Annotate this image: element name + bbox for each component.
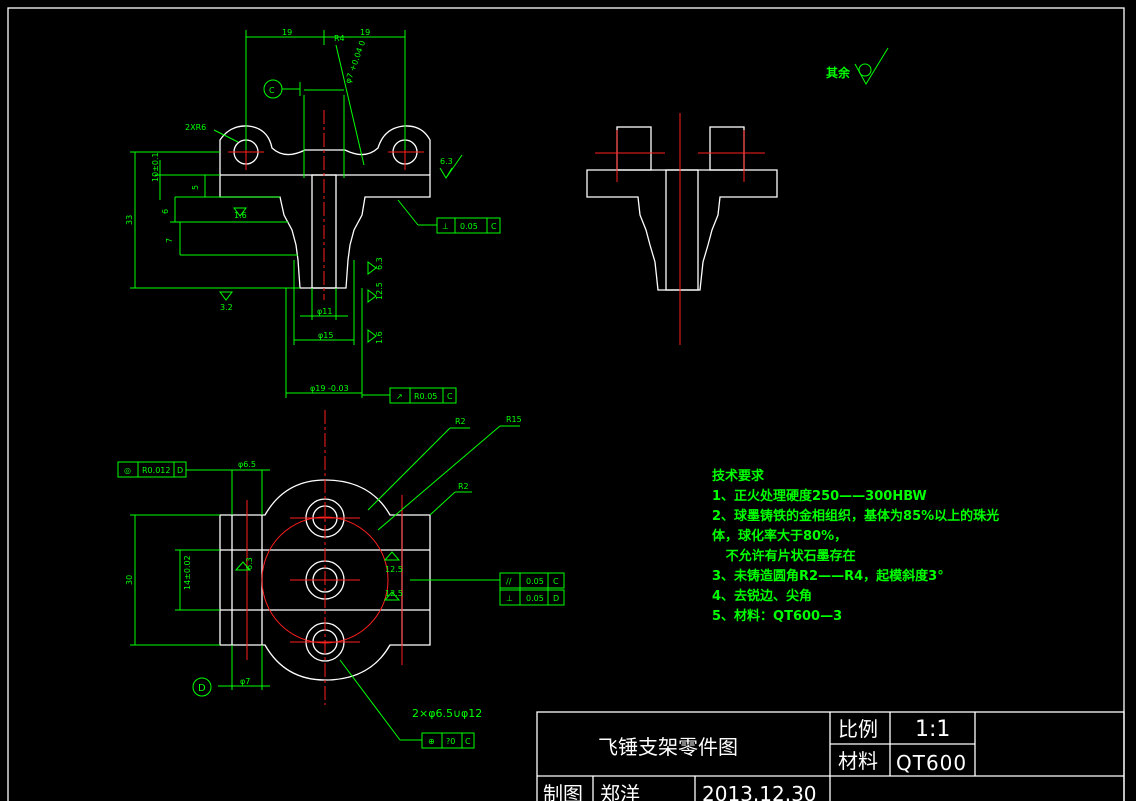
tech-req-line-4: 不允许有片状石墨存在 bbox=[712, 548, 856, 564]
dim-h33: 33 bbox=[125, 215, 134, 225]
rough-6-3c: 6.3 bbox=[245, 557, 254, 570]
dim-bolt-radius: 2XR6 bbox=[185, 123, 206, 132]
title-drawn-label: 制图 bbox=[543, 782, 583, 801]
fcf-runout-datum: C bbox=[447, 392, 453, 401]
fcf-perp-d-sym: ⊥ bbox=[506, 594, 513, 603]
title-block bbox=[536, 711, 1125, 801]
title-scale-value: 1:1 bbox=[915, 717, 950, 742]
technical-requirements: 技术要求 1、正火处理硬度250——300HBW 2、球墨铸铁的金相组织，基体为… bbox=[712, 468, 999, 624]
tech-req-line-5: 3、未铸造圆角R2——R4，起模斜度3° bbox=[712, 568, 944, 584]
fcf-perp-d-tol: 0.05 bbox=[526, 594, 544, 603]
drawing-frame bbox=[7, 7, 1125, 801]
title-date: 2013.12.30 bbox=[702, 782, 817, 801]
tech-req-line-7: 5、材料：QT600—3 bbox=[712, 608, 842, 624]
title-part-name: 飞锤支架零件图 bbox=[598, 735, 738, 759]
dim-h30: 30 bbox=[125, 575, 134, 585]
fcf-pos-tol: ?0 bbox=[446, 737, 455, 746]
dim-h14: 14±0.02 bbox=[183, 555, 192, 590]
rough-1-6: 1.6 bbox=[234, 211, 247, 220]
fcf-coax-datum: D bbox=[177, 466, 183, 475]
rough-3-2: 3.2 bbox=[220, 303, 233, 312]
tech-req-line-3: 体，球化率大于80%， bbox=[712, 528, 847, 544]
fcf-par-tol: 0.05 bbox=[526, 577, 544, 586]
fcf-coax-tol: R0.012 bbox=[142, 466, 170, 475]
rough-12-5-a: 12.5 bbox=[385, 565, 403, 574]
rough-12-5-b: 12.5 bbox=[385, 589, 403, 598]
fcf-pos-datum: C bbox=[465, 737, 471, 746]
tech-req-line-6: 4、去锐边、尖角 bbox=[712, 588, 812, 604]
rough-12-5: 12.5 bbox=[375, 282, 384, 300]
fcf-perp-d-datum: D bbox=[553, 594, 559, 603]
dim-holes: 2×φ6.5∪φ12 bbox=[412, 707, 482, 720]
rough-6-3b: 6.3 bbox=[375, 257, 384, 270]
title-material-value: QT600 bbox=[896, 751, 967, 775]
dim-r2-b: R2 bbox=[458, 482, 469, 491]
tech-req-title: 技术要求 bbox=[712, 468, 765, 484]
dim-left-19: 19 bbox=[282, 28, 292, 37]
fcf-coax-sym: ◎ bbox=[124, 466, 131, 475]
dim-r15: R15 bbox=[506, 415, 522, 424]
section-view-side bbox=[586, 113, 778, 345]
fcf-runout-tol: R0.05 bbox=[414, 392, 437, 401]
roughness-other-symbol bbox=[858, 63, 872, 77]
plan-view bbox=[117, 410, 565, 749]
fcf-par-sym: // bbox=[506, 577, 512, 586]
section-view-front bbox=[130, 30, 501, 404]
fcf-perp-datum: C bbox=[491, 222, 497, 231]
dim-d19: φ19 -0.03 bbox=[310, 384, 349, 393]
dim-h10: 10±0.1 bbox=[151, 152, 160, 182]
fcf-par-datum: C bbox=[553, 577, 559, 586]
dim-right-19: 19 bbox=[360, 28, 370, 37]
tech-req-line-2: 2、球墨铸铁的金相组织，基体为85%以上的珠光 bbox=[712, 508, 999, 524]
title-material-label: 材料 bbox=[838, 749, 878, 773]
datum-d-label: D bbox=[198, 683, 206, 694]
fcf-perp-tol: 0.05 bbox=[460, 222, 478, 231]
rough-6-3: 6.3 bbox=[440, 157, 453, 166]
datum-c-label: C bbox=[269, 86, 275, 95]
dim-fillet-r4: R4 bbox=[334, 34, 345, 43]
tech-req-line-1: 1、正火处理硬度250——300HBW bbox=[712, 488, 927, 504]
roughness-other-label: 其余 bbox=[826, 65, 851, 80]
title-scale-label: 比例 bbox=[838, 717, 878, 741]
dim-r2-a: R2 bbox=[455, 417, 466, 426]
dim-d7: φ7 bbox=[240, 677, 250, 686]
dim-d6-5: φ6.5 bbox=[238, 460, 256, 469]
dim-d15: φ15 bbox=[318, 331, 333, 340]
rough-1-6b: 1.6 bbox=[375, 331, 384, 344]
dim-h6: 6 bbox=[161, 209, 170, 214]
fcf-runout-sym: ↗ bbox=[396, 392, 403, 401]
dim-h7: 7 bbox=[165, 238, 174, 243]
dim-h5: 5 bbox=[191, 185, 200, 190]
title-drawn-by: 郑洋 bbox=[600, 782, 640, 801]
dim-hole-tol: φ7 +0.04 0 bbox=[343, 39, 367, 84]
dim-d11: φ11 bbox=[317, 307, 332, 316]
fcf-pos-sym: ⊕ bbox=[428, 737, 435, 746]
fcf-perp-sym: ⊥ bbox=[442, 222, 449, 231]
